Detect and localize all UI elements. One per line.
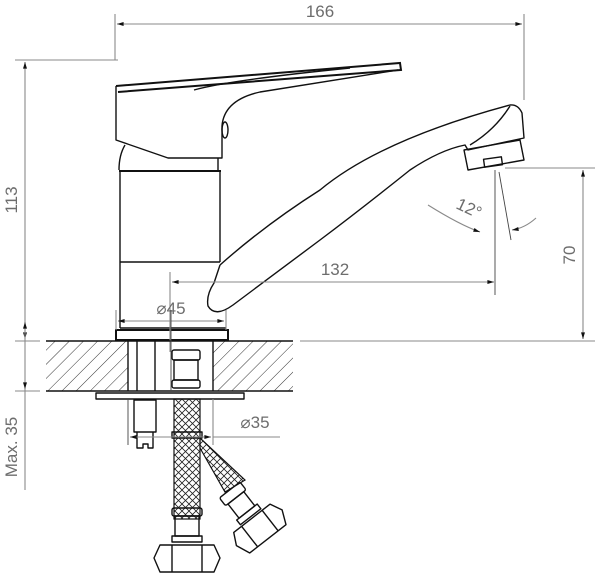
dimension-overall-length: 166 (114, 2, 525, 100)
dim-label-70: 70 (560, 246, 579, 265)
dim-label-45: ⌀45 (156, 299, 185, 318)
dim-label-max-35: Max. 35 (2, 417, 21, 477)
dimension-spout-height: 70 (300, 167, 595, 342)
dimension-max-thickness: Max. 35 (2, 322, 40, 490)
under-counter-fittings (127, 398, 287, 573)
dim-label-113: 113 (2, 186, 21, 213)
dimension-spout-angle: 12° (427, 171, 537, 241)
dimension-spout-reach: 132 (169, 170, 496, 352)
dimension-mount-hole: ⌀35 (130, 399, 280, 445)
dim-label-166: 166 (306, 2, 334, 21)
dim-label-35: ⌀35 (240, 413, 269, 432)
faucet-spout (206, 104, 525, 313)
dimension-overall-height: 113 (2, 59, 118, 342)
dim-label-132: 132 (321, 260, 349, 279)
countertop-section (46, 310, 293, 400)
faucet-body (115, 61, 403, 341)
dim-label-12-deg: 12° (453, 194, 484, 222)
